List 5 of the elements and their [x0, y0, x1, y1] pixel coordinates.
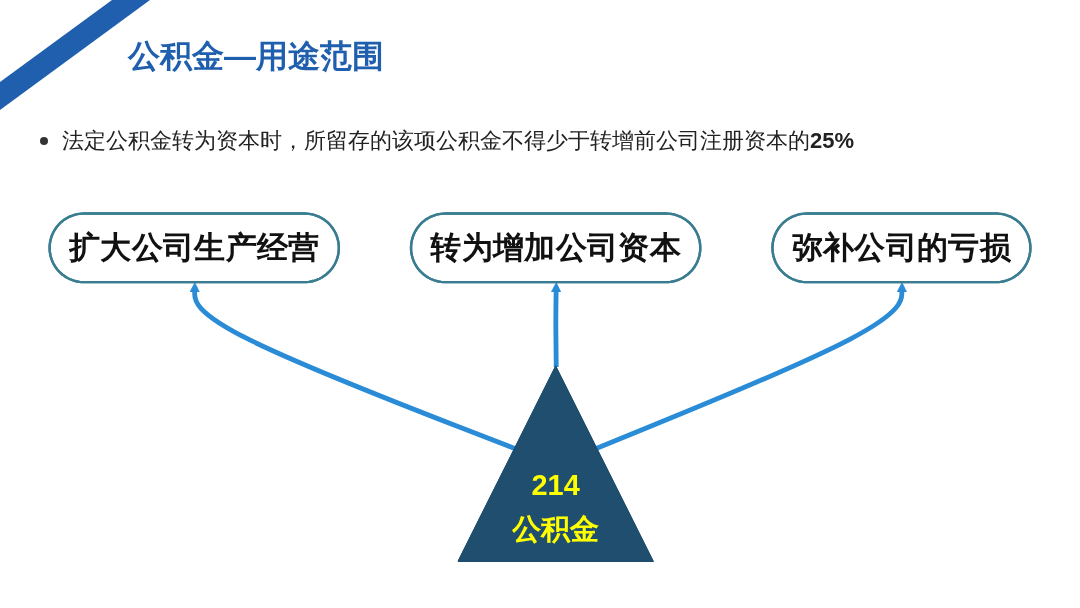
arrow — [595, 282, 908, 451]
bullet-text: 法定公积金转为资本时，所留存的该项公积金不得少于转增前公司注册资本的25% — [62, 127, 855, 155]
arrow — [550, 282, 562, 368]
arrow — [189, 282, 517, 451]
slide-title: 公积金—用途范围 — [128, 37, 384, 76]
